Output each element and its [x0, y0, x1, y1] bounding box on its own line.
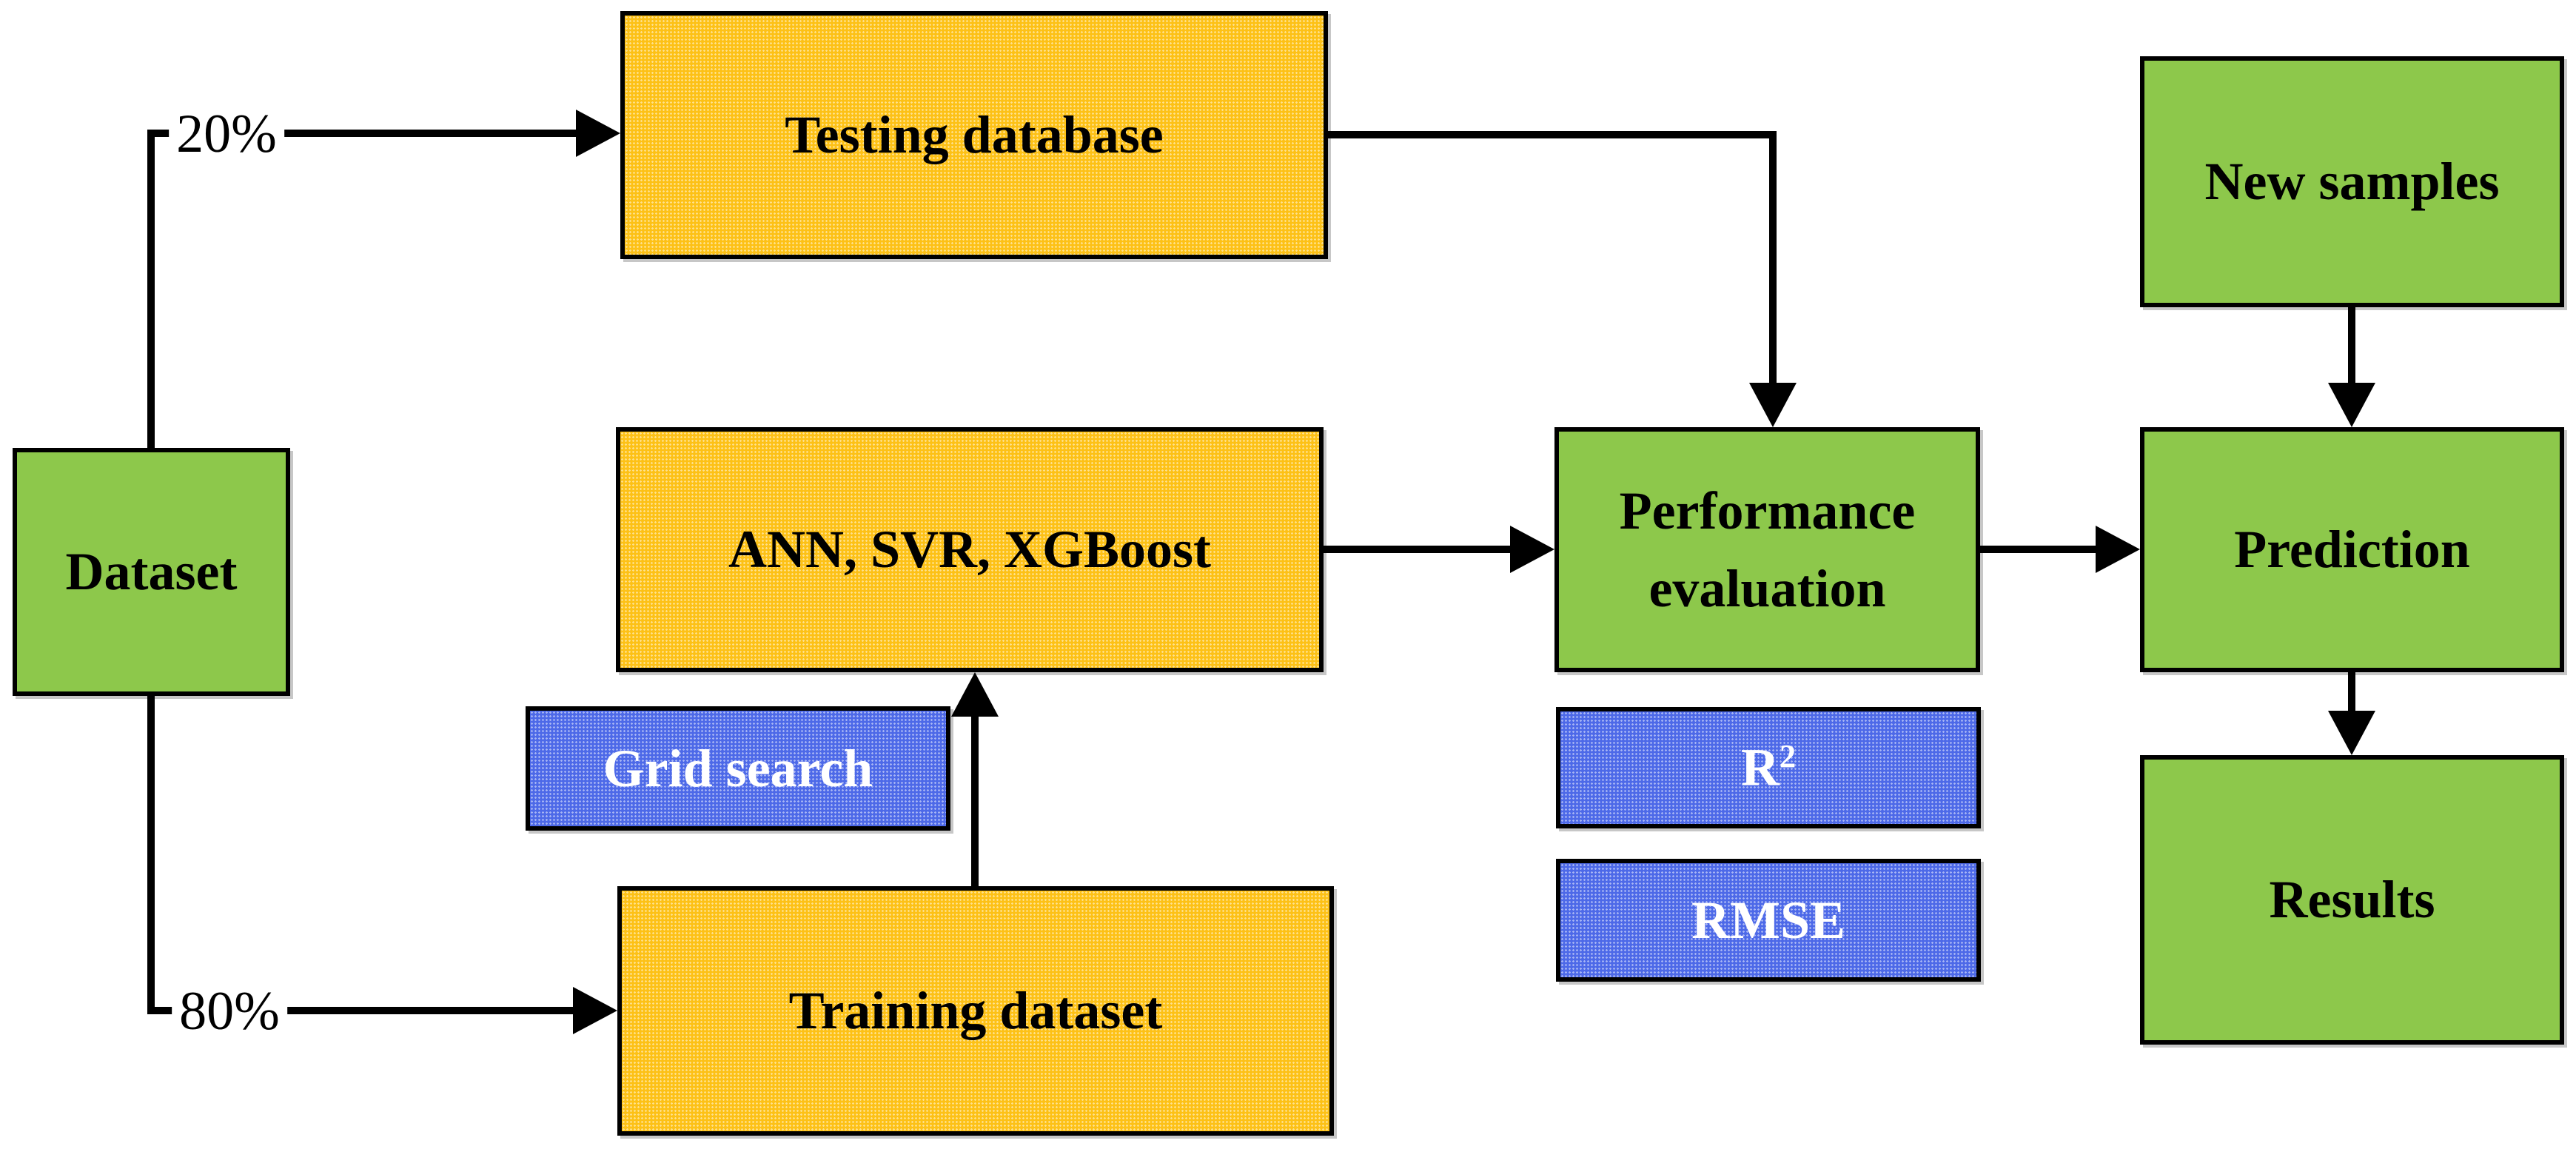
node-new-samples: New samples — [2140, 56, 2564, 307]
edge-80pct-h-line — [147, 1007, 573, 1014]
node-models: ANN, SVR, XGBoost — [616, 427, 1324, 672]
node-new-samples-label: New samples — [2204, 152, 2500, 211]
edge-prediction-results-line — [2348, 672, 2355, 713]
node-dataset: Dataset — [13, 448, 290, 696]
edge-training-models-arrowhead-icon — [951, 672, 999, 717]
edge-models-perf-line — [1324, 546, 1510, 553]
edge-prediction-results-arrowhead-icon — [2328, 711, 2375, 755]
performance-line-1: Performance — [1619, 481, 1916, 541]
node-training-dataset: Training dataset — [617, 886, 1334, 1136]
edge-80pct-arrowhead-icon — [573, 987, 617, 1034]
node-testing-database-label: Testing database — [785, 105, 1164, 164]
node-models-label: ANN, SVR, XGBoost — [728, 520, 1212, 579]
edge-newsamples-prediction-arrowhead-icon — [2328, 383, 2375, 427]
edge-testing-arrowhead-icon — [1749, 383, 1797, 427]
edge-dataset-down-line — [147, 696, 155, 1014]
node-prediction: Prediction — [2140, 427, 2564, 672]
edge-testing-down-line — [1769, 131, 1777, 383]
label-20-percent: 20% — [169, 105, 284, 163]
edge-testing-right-line — [1328, 131, 1777, 138]
node-rmse-metric-label: RMSE — [1691, 890, 1846, 950]
node-r2-metric-label: R2 — [1741, 737, 1796, 799]
edge-perf-prediction-line — [1980, 546, 2096, 553]
node-results-label: Results — [2269, 870, 2435, 929]
node-rmse-metric: RMSE — [1556, 859, 1981, 982]
node-grid-search: Grid search — [526, 706, 950, 831]
node-performance-evaluation: Performance evaluation — [1554, 427, 1980, 672]
edge-20pct-arrowhead-icon — [576, 110, 620, 157]
node-prediction-label: Prediction — [2234, 520, 2470, 579]
edge-perf-prediction-arrowhead-icon — [2096, 526, 2140, 573]
node-dataset-label: Dataset — [65, 542, 238, 601]
node-performance-evaluation-label: Performance evaluation — [1620, 472, 1916, 627]
edge-models-perf-arrowhead-icon — [1510, 526, 1554, 573]
label-80-percent: 80% — [172, 982, 287, 1040]
performance-line-2: evaluation — [1648, 558, 1886, 618]
edge-20pct-h-line — [147, 130, 576, 137]
node-grid-search-label: Grid search — [603, 738, 873, 798]
edge-dataset-up-line — [147, 130, 155, 448]
node-r2-metric: R2 — [1556, 707, 1981, 828]
edge-newsamples-prediction-line — [2348, 307, 2355, 385]
node-testing-database: Testing database — [620, 11, 1328, 259]
node-training-dataset-label: Training dataset — [788, 981, 1163, 1040]
r2-base: R — [1740, 737, 1780, 797]
edge-training-models-line — [971, 717, 979, 886]
node-results: Results — [2140, 755, 2564, 1045]
r2-superscript: 2 — [1779, 737, 1797, 775]
